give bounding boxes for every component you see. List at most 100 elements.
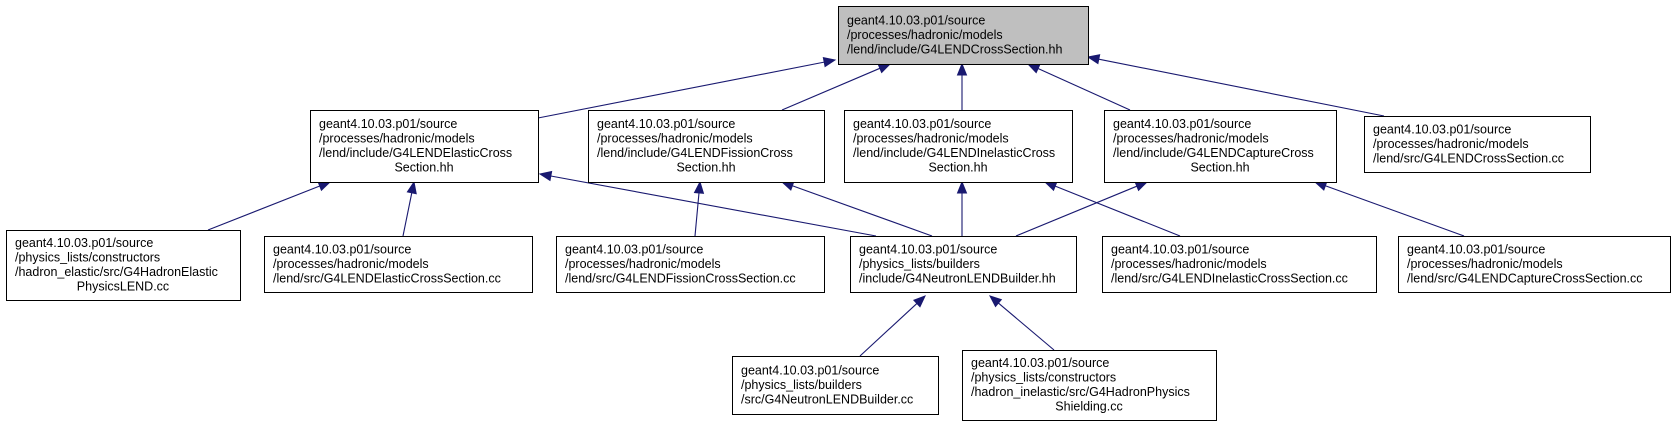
arrowhead-icon <box>1134 181 1149 192</box>
edge-builder_hh-to-capture_hh <box>1015 181 1149 237</box>
arrowhead-icon <box>1086 54 1101 65</box>
node-label-line: /lend/src/G4LENDInelasticCrossSection.cc <box>1111 271 1348 285</box>
node-label-line: geant4.10.03.p01/source <box>971 356 1109 370</box>
edge-line <box>1037 68 1131 111</box>
node-label-line: geant4.10.03.p01/source <box>859 242 997 256</box>
node-box <box>1364 116 1591 173</box>
node-label-line: geant4.10.03.p01/source <box>1407 242 1545 256</box>
arrowhead-icon <box>538 170 553 182</box>
edge-hadron_elastic_cc-to-elastic_hh <box>207 181 332 231</box>
node-box <box>1102 236 1377 293</box>
node-box <box>6 230 241 301</box>
node-label-line: /include/G4NeutronLENDBuilder.hh <box>859 271 1056 285</box>
arrowhead-icon <box>988 295 1003 308</box>
node-label-line: /lend/include/G4LENDCaptureCross <box>1113 146 1314 160</box>
node-label-line: /src/G4NeutronLENDBuilder.cc <box>741 392 913 406</box>
edge-capture_hh-to-root <box>1026 63 1131 111</box>
arrowhead-icon <box>912 295 926 308</box>
arrowhead-icon <box>822 57 837 68</box>
node-shielding_cc[interactable]: geant4.10.03.p01/source/physics_lists/co… <box>962 350 1217 421</box>
arrowhead-icon <box>877 63 892 74</box>
node-label-line: geant4.10.03.p01/source <box>741 363 879 377</box>
node-box <box>1398 236 1671 293</box>
node-label-line: /processes/hadronic/models <box>597 132 753 146</box>
edge-line <box>550 175 877 237</box>
node-label-line: geant4.10.03.p01/source <box>1113 117 1251 131</box>
node-fission_cc[interactable]: geant4.10.03.p01/source/processes/hadron… <box>556 236 825 293</box>
edge-line <box>207 185 320 231</box>
edge-elastic_hh-to-root <box>537 57 837 119</box>
edge-elastic_cc-to-elastic_hh <box>402 180 417 237</box>
edges-layer <box>207 54 1465 357</box>
edge-line <box>792 185 933 237</box>
node-hadron_elastic_cc[interactable]: geant4.10.03.p01/source/physics_lists/co… <box>6 230 241 301</box>
node-box <box>1104 110 1337 183</box>
edge-cross_cc-to-root <box>1086 54 1385 117</box>
node-capture_hh[interactable]: geant4.10.03.p01/source/processes/hadron… <box>1104 110 1337 183</box>
node-label-line: /hadron_elastic/src/G4HadronElastic <box>15 265 218 279</box>
edge-builder_hh-to-elastic_hh <box>538 170 877 237</box>
node-label-line: Section.hh <box>928 161 987 175</box>
node-fission_hh[interactable]: geant4.10.03.p01/source/processes/hadron… <box>588 110 825 183</box>
node-inelastic_cc[interactable]: geant4.10.03.p01/source/processes/hadron… <box>1102 236 1377 293</box>
node-label-line: /processes/hadronic/models <box>1373 137 1529 151</box>
node-builder_hh[interactable]: geant4.10.03.p01/source/physics_lists/bu… <box>850 236 1077 293</box>
node-box <box>838 6 1089 65</box>
arrowhead-icon <box>317 181 332 192</box>
edge-fission_hh-to-root <box>781 63 892 111</box>
edge-builder_hh-to-fission_hh <box>780 180 933 237</box>
edge-line <box>1325 185 1465 237</box>
edge-inelastic_cc-to-inelastic_hh <box>1043 181 1181 237</box>
node-label-line: /processes/hadronic/models <box>847 28 1003 42</box>
node-box <box>556 236 825 293</box>
node-inelastic_hh[interactable]: geant4.10.03.p01/source/processes/hadron… <box>844 110 1073 183</box>
edge-line <box>537 61 825 119</box>
node-capture_cc[interactable]: geant4.10.03.p01/source/processes/hadron… <box>1398 236 1671 293</box>
node-label-line: /processes/hadronic/models <box>273 257 429 271</box>
node-box <box>588 110 825 183</box>
node-label-line: Section.hh <box>676 161 735 175</box>
node-box <box>732 356 939 415</box>
node-elastic_cc[interactable]: geant4.10.03.p01/source/processes/hadron… <box>264 236 533 293</box>
edge-line <box>402 192 413 237</box>
edge-fission_cc-to-fission_hh <box>693 180 705 237</box>
node-label-line: /lend/src/G4LENDCrossSection.cc <box>1373 151 1564 165</box>
node-label-line: /processes/hadronic/models <box>1111 257 1267 271</box>
edge-line <box>781 67 881 111</box>
node-label-line: /processes/hadronic/models <box>1407 257 1563 271</box>
node-label-line: geant4.10.03.p01/source <box>1111 242 1249 256</box>
edge-shielding_cc-to-builder_hh <box>988 295 1055 351</box>
node-label-line: geant4.10.03.p01/source <box>847 13 985 27</box>
node-label-line: /physics_lists/builders <box>741 378 862 392</box>
node-label-line: geant4.10.03.p01/source <box>853 117 991 131</box>
node-box <box>264 236 533 293</box>
arrowhead-icon <box>956 180 968 194</box>
arrowhead-icon <box>1043 181 1058 192</box>
arrowhead-icon <box>956 62 968 76</box>
node-label-line: /lend/src/G4LENDFissionCrossSection.cc <box>565 271 796 285</box>
node-label-line: /lend/include/G4LENDCrossSection.hh <box>847 42 1062 56</box>
node-label-line: /processes/hadronic/models <box>319 132 475 146</box>
node-elastic_hh[interactable]: geant4.10.03.p01/source/processes/hadron… <box>310 110 539 183</box>
node-label-line: geant4.10.03.p01/source <box>565 242 703 256</box>
node-label-line: PhysicsLEND.cc <box>77 280 169 294</box>
node-label-line: geant4.10.03.p01/source <box>15 236 153 250</box>
node-label-line: /lend/include/G4LENDInelasticCross <box>853 146 1055 160</box>
edge-line <box>1055 185 1181 237</box>
edge-line <box>998 302 1055 351</box>
arrowhead-icon <box>693 180 705 194</box>
arrowhead-icon <box>406 180 417 195</box>
node-label-line: Section.hh <box>1190 161 1249 175</box>
node-label-line: /hadron_inelastic/src/G4HadronPhysics <box>971 385 1190 399</box>
edge-builder_hh-to-inelastic_hh <box>956 180 968 236</box>
node-label-line: /lend/src/G4LENDElasticCrossSection.cc <box>273 271 501 285</box>
edge-line <box>859 303 918 357</box>
node-box <box>844 110 1073 183</box>
node-cross_cc[interactable]: geant4.10.03.p01/source/processes/hadron… <box>1364 116 1591 173</box>
node-label-line: /physics_lists/constructors <box>971 371 1116 385</box>
node-label-line: geant4.10.03.p01/source <box>319 117 457 131</box>
node-builder_cc[interactable]: geant4.10.03.p01/source/physics_lists/bu… <box>732 356 939 415</box>
node-label-line: /physics_lists/constructors <box>15 251 160 265</box>
node-root[interactable]: geant4.10.03.p01/source/processes/hadron… <box>838 6 1089 65</box>
